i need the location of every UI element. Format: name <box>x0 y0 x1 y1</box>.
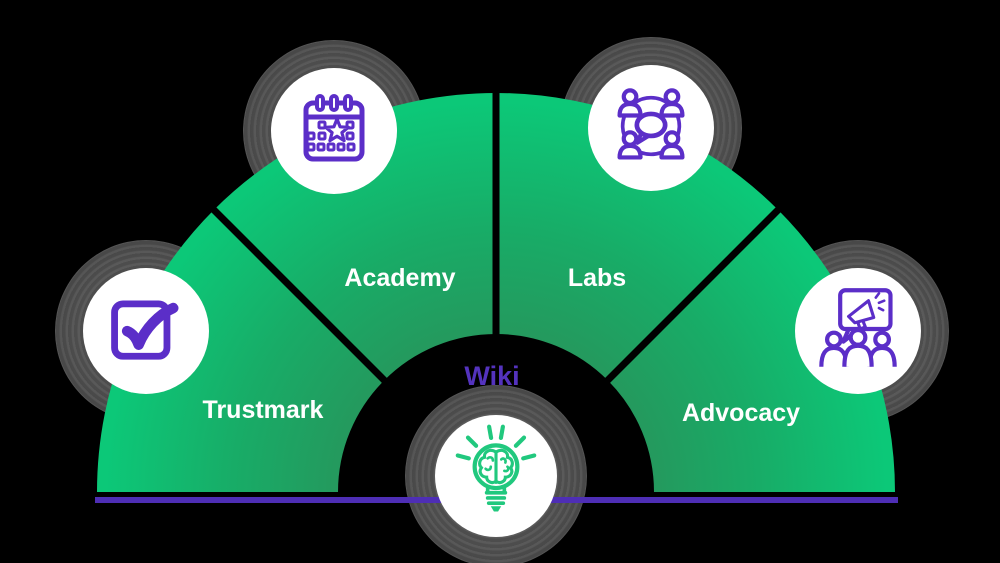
advocacy-badge <box>795 268 921 394</box>
advocacy-label: Advocacy <box>681 399 801 427</box>
trustmark-label: Trustmark <box>202 396 324 424</box>
megaphone-audience-icon <box>814 285 902 378</box>
academy-label: Academy <box>344 264 456 292</box>
wiki-badge <box>435 415 557 537</box>
labs-label: Labs <box>567 264 627 292</box>
wiki-label: Wiki <box>464 361 520 391</box>
lightbulb-brain-icon <box>449 424 543 529</box>
labs-badge <box>588 65 714 191</box>
calendar-event-icon <box>292 87 376 176</box>
wedge-separators <box>205 88 787 389</box>
academy-badge <box>271 68 397 194</box>
checkbox-check-icon <box>102 285 190 378</box>
community-discussion-icon <box>607 82 695 175</box>
labs-wedge <box>496 93 779 381</box>
trustmark-badge <box>83 268 209 394</box>
